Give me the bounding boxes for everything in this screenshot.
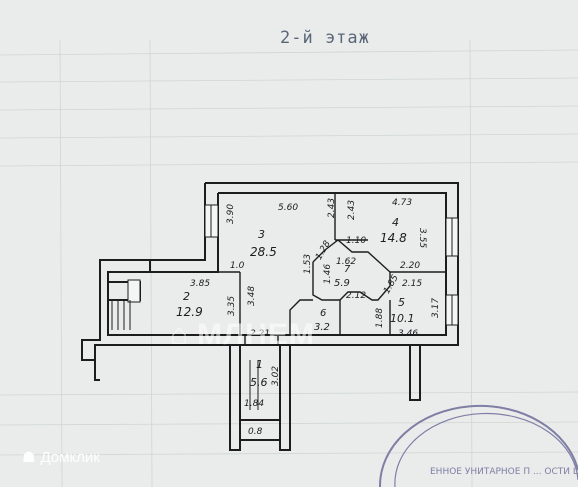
windows [127, 204, 459, 326]
room-5-area: 10.1 [390, 312, 415, 325]
dim-label: 3.55 [417, 228, 427, 248]
room-1-area: 5.6 [250, 376, 268, 389]
dim-label: 2.21 [250, 329, 270, 339]
dim-label: 2.12 [346, 291, 366, 301]
dim-label: 1.53 [303, 254, 313, 274]
dim-label: 3.17 [431, 298, 441, 318]
dim-label: 1.62 [336, 257, 356, 267]
house-icon: ⌂ [170, 318, 190, 351]
dim-label: 3.46 [398, 329, 418, 339]
dim-label: 2.43 [347, 200, 357, 220]
dim-label: 1.88 [375, 308, 385, 328]
dim-label: 1.28 [314, 239, 333, 262]
dim-label: 3.48 [247, 286, 257, 306]
dim-label: 2.43 [327, 198, 337, 218]
room-3-area: 28.5 [250, 245, 277, 259]
room-4-id: 4 [392, 216, 399, 229]
domclick-logo-icon: ☗ [22, 449, 36, 466]
center-watermark-text: МЛНЕМ [197, 318, 315, 351]
floor-title: 2-й этаж [280, 28, 370, 48]
dim-label: 3.02 [271, 366, 281, 386]
dim-label: 1.84 [244, 399, 264, 409]
dim-label: 0.8 [248, 427, 263, 437]
domclick-watermark-text: Домклик [40, 448, 100, 466]
room-7-id: 7 [344, 264, 351, 275]
dim-label: 1.85 [382, 273, 401, 296]
room-4-area: 14.8 [380, 231, 407, 245]
stairs [111, 300, 259, 410]
room-6-id: 6 [320, 308, 326, 319]
room-2-area: 12.9 [176, 305, 203, 319]
official-stamp: ЕННОЕ УНИТАРНОЕ П ... ОСТИ ЦЕНТР [378, 404, 578, 487]
center-watermark: ⌂ МЛНЕМ [170, 318, 315, 352]
dimension-labels: 5.60 3.90 2.43 2.43 4.73 3.55 1.10 1.28 … [190, 198, 441, 437]
dim-label: 3.35 [227, 296, 237, 316]
dim-label: 3.90 [226, 204, 236, 224]
room-1-id: 1 [256, 358, 263, 371]
interior-partitions [218, 193, 446, 345]
dim-label: 1.46 [323, 264, 333, 284]
room-7-area: 5.9 [334, 278, 350, 289]
room-3-id: 3 [258, 228, 265, 241]
room-6-area: 3.2 [314, 322, 330, 333]
dim-label: 1.10 [346, 236, 366, 246]
room-labels: 3 28.5 2 12.9 4 14.8 5 10.1 6 3.2 7 5.9 … [176, 216, 415, 389]
dim-label: 5.60 [278, 203, 298, 213]
stamp-text: ЕННОЕ УНИТАРНОЕ П ... ОСТИ ЦЕНТР [430, 467, 578, 477]
dim-label: 3.85 [190, 279, 210, 289]
dim-label: 2.20 [400, 261, 420, 271]
dim-label: 1.0 [230, 261, 245, 271]
dim-label: 4.73 [392, 198, 412, 208]
room-5-id: 5 [398, 296, 405, 309]
room-2-id: 2 [183, 290, 190, 303]
domclick-watermark: ☗ Домклик [22, 448, 100, 467]
dim-label: 2.15 [402, 279, 422, 289]
